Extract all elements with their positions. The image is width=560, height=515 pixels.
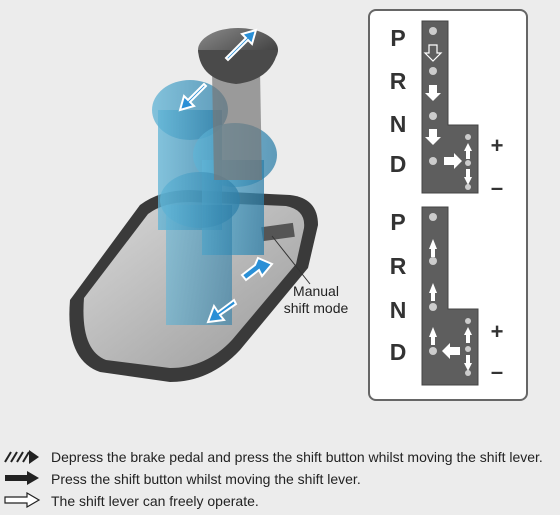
gate-plate-upper — [421, 20, 479, 194]
solid-arrow-icon — [5, 471, 39, 485]
legend-item: Press the shift button whilst moving the… — [0, 470, 560, 490]
gate-plus: + — [490, 133, 504, 158]
gate-minus: – — [490, 359, 504, 384]
gate-letter-d: D — [389, 151, 407, 177]
arrow-icon — [429, 239, 472, 371]
arrow-icon — [178, 28, 274, 324]
gate-diagram — [421, 20, 479, 386]
gate-plus: + — [490, 319, 504, 344]
gate-minus: – — [490, 175, 504, 200]
gate-letter-d: D — [389, 339, 407, 365]
gate-letter-p: P — [390, 25, 406, 51]
gate-letter-n: N — [389, 297, 407, 323]
console-indicator-strip — [261, 222, 295, 242]
legend-item: The shift lever can freely operate. — [0, 492, 560, 512]
gate-letter-r: R — [389, 68, 407, 94]
gate-letter-r: R — [389, 253, 407, 279]
gate-letter-n: N — [389, 111, 407, 137]
shift-gate-panel: P R N D + – P R N D + – — [368, 9, 528, 401]
legend-item: Depress the brake pedal and press the sh… — [0, 448, 560, 468]
manual-shift-mode-label: Manual shift mode — [283, 283, 349, 316]
outline-arrow-icon — [4, 492, 41, 508]
hatched-arrow-icon — [4, 450, 39, 464]
gate-letter-p: P — [390, 209, 406, 235]
legend-text: The shift lever can freely operate. — [51, 493, 259, 509]
legend-text: Depress the brake pedal and press the sh… — [51, 449, 543, 465]
legend-text: Press the shift button whilst moving the… — [51, 471, 361, 487]
arrow-icon — [423, 44, 472, 185]
lever-shaft — [212, 70, 262, 180]
callout-leader — [271, 235, 311, 285]
gate-plate-lower — [421, 206, 479, 386]
shift-lever-illustration — [69, 28, 318, 382]
